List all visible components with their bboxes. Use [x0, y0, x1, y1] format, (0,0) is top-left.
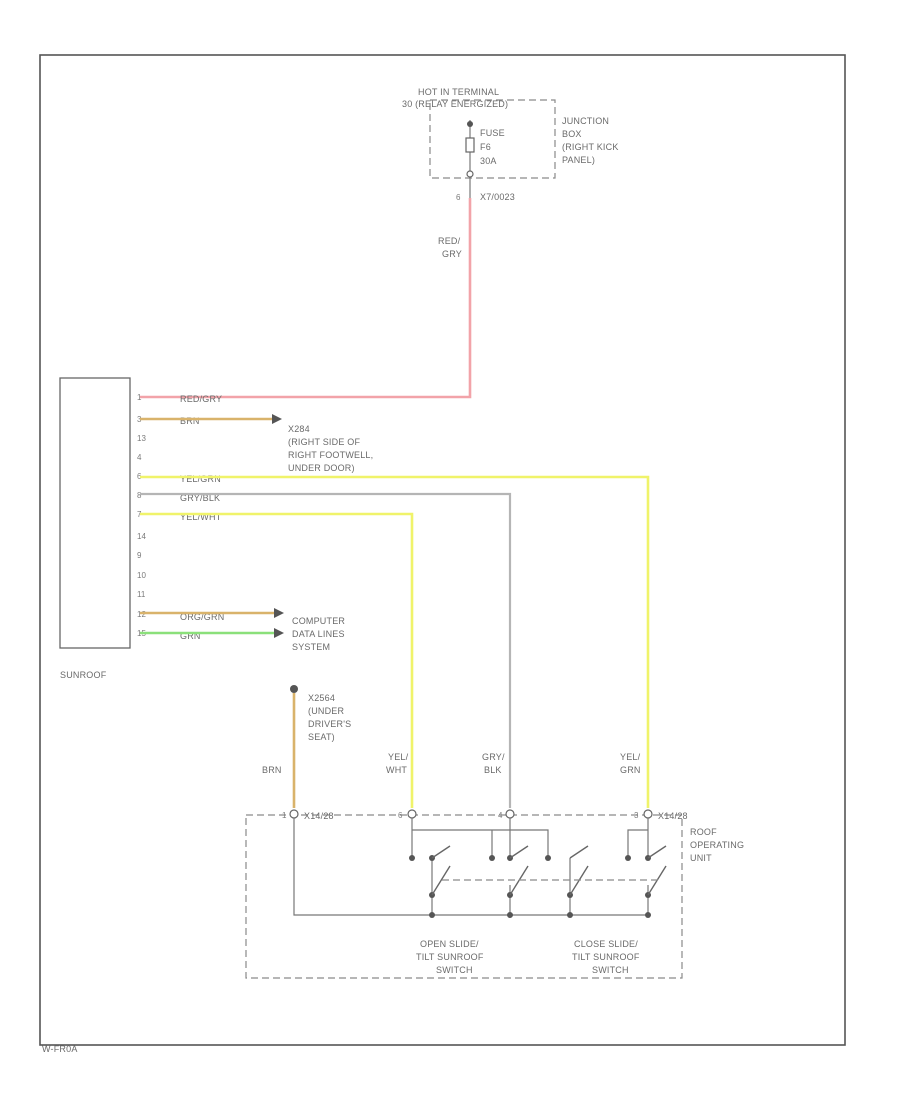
sunroof-pin: 8 — [137, 491, 142, 500]
vertical-label-gry-blk-2: BLK — [484, 765, 502, 775]
connector-pin: 6 — [398, 811, 403, 820]
connector-terminal — [407, 809, 417, 819]
close-switch-line2: TILT SUNROOF — [572, 952, 640, 962]
vertical-label-brn: BRN — [262, 765, 282, 775]
wire-label-yel-wht: YEL/WHT — [180, 512, 222, 522]
fuse-bottom-terminal — [466, 170, 474, 178]
junction-box-connector: X7/0023 — [480, 192, 515, 202]
connector-pin: 3 — [634, 811, 639, 820]
fuse-top-node — [467, 121, 473, 127]
ground-x2564-line4: SEAT) — [308, 732, 335, 742]
sunroof-pin: 10 — [137, 571, 146, 580]
sunroof-module-box — [59, 377, 131, 649]
red-wire-label-line2: GRY — [442, 249, 462, 259]
open-switch-line2: TILT SUNROOF — [416, 952, 484, 962]
fuse-label: FUSE — [480, 128, 505, 138]
unit-label-line3: UNIT — [690, 853, 712, 863]
vertical-label-yel-grn-2: GRN — [620, 765, 641, 775]
diagram-frame — [39, 54, 846, 1046]
roof-operating-unit-outline — [245, 814, 683, 979]
sunroof-pin: 13 — [137, 434, 146, 443]
ground-x2564-icon — [290, 685, 298, 693]
open-switch-line1: OPEN SLIDE/ — [420, 939, 479, 949]
connector-pin: 1 — [282, 811, 287, 820]
ground-x284-line2: (RIGHT SIDE OF — [288, 437, 360, 447]
fuse-header-line2: 30 (RELAY ENERGIZED) — [402, 99, 508, 109]
ground-x284-line3: RIGHT FOOTWELL, — [288, 450, 373, 460]
vertical-label-yel-wht-1: YEL/ — [388, 752, 409, 762]
unit-label-line2: OPERATING — [690, 840, 744, 850]
switch-contact-nodes — [409, 855, 651, 918]
fuse-header-line1: HOT IN TERMINAL — [418, 87, 499, 97]
sunroof-pin: 9 — [137, 551, 142, 560]
wire-label-yel-grn: YEL/GRN — [180, 474, 221, 484]
connector-terminal — [505, 809, 515, 819]
connector-terminal — [289, 809, 299, 819]
data-line-arrow-icon — [274, 628, 284, 638]
connector-pin: 4 — [498, 811, 503, 820]
junction-box-line1: JUNCTION — [562, 116, 609, 126]
vertical-label-yel-grn-1: YEL/ — [620, 752, 641, 762]
vertical-label-gry-blk-1: GRY/ — [482, 752, 505, 762]
open-switch-line3: SWITCH — [436, 965, 473, 975]
fuse-icon — [465, 137, 475, 153]
ground-arrow-icon — [272, 414, 282, 424]
wire-label-org-grn: ORG/GRN — [180, 612, 224, 622]
close-switch-line1: CLOSE SLIDE/ — [574, 939, 638, 949]
connector-terminal — [643, 809, 653, 819]
gry-blk-wire — [140, 492, 512, 808]
junction-box-line4: PANEL) — [562, 155, 595, 165]
ground-x284-line1: X284 — [288, 424, 310, 434]
junction-box-line2: BOX — [562, 129, 582, 139]
sunroof-pin: 1 — [137, 393, 142, 402]
data-line-arrow-icon — [274, 608, 284, 618]
fuse-rating: 30A — [480, 156, 497, 166]
vertical-label-yel-wht-2: WHT — [386, 765, 407, 775]
sunroof-pin: 14 — [137, 532, 146, 541]
sunroof-pin: 3 — [137, 415, 142, 424]
ground-x2564-line3: DRIVER'S — [308, 719, 351, 729]
switch-blades — [431, 845, 667, 896]
fuse-number: F6 — [480, 142, 491, 152]
sunroof-pin: 6 — [137, 472, 142, 481]
connector-left-label: X14/28 — [304, 811, 334, 821]
sunroof-module-label: SUNROOF — [60, 670, 107, 680]
ground-x2564-line1: X2564 — [308, 693, 335, 703]
computer-data-line1: COMPUTER — [292, 616, 345, 626]
diagram-code: W-FR0A — [42, 1044, 78, 1054]
wire-label-brn: BRN — [180, 416, 200, 426]
ground-x284-line4: UNDER DOOR) — [288, 463, 355, 473]
yel-grn-wire — [140, 475, 650, 808]
connector-right-label: X14/28 — [658, 811, 688, 821]
sunroof-pin: 4 — [137, 453, 142, 462]
junction-box-pin: 6 — [456, 193, 461, 202]
close-switch-line3: SWITCH — [592, 965, 629, 975]
unit-label-line1: ROOF — [690, 827, 717, 837]
switch-internal-wiring — [293, 818, 649, 916]
sunroof-pin: 7 — [137, 510, 142, 519]
red-gry-wire — [140, 198, 472, 399]
ground-x2564-line2: (UNDER — [308, 706, 344, 716]
yel-wht-wire — [140, 512, 414, 808]
wire-label-red-gry: RED/GRY — [180, 394, 222, 404]
sunroof-pin: 12 — [137, 610, 146, 619]
computer-data-line2: DATA LINES — [292, 629, 345, 639]
red-wire-label-line1: RED/ — [438, 236, 461, 246]
junction-box-outline — [429, 99, 556, 179]
wire-label-gry-blk: GRY/BLK — [180, 493, 220, 503]
computer-data-line3: SYSTEM — [292, 642, 330, 652]
junction-box-line3: (RIGHT KICK — [562, 142, 619, 152]
wire-label-grn: GRN — [180, 631, 201, 641]
sunroof-pin: 11 — [137, 590, 146, 599]
